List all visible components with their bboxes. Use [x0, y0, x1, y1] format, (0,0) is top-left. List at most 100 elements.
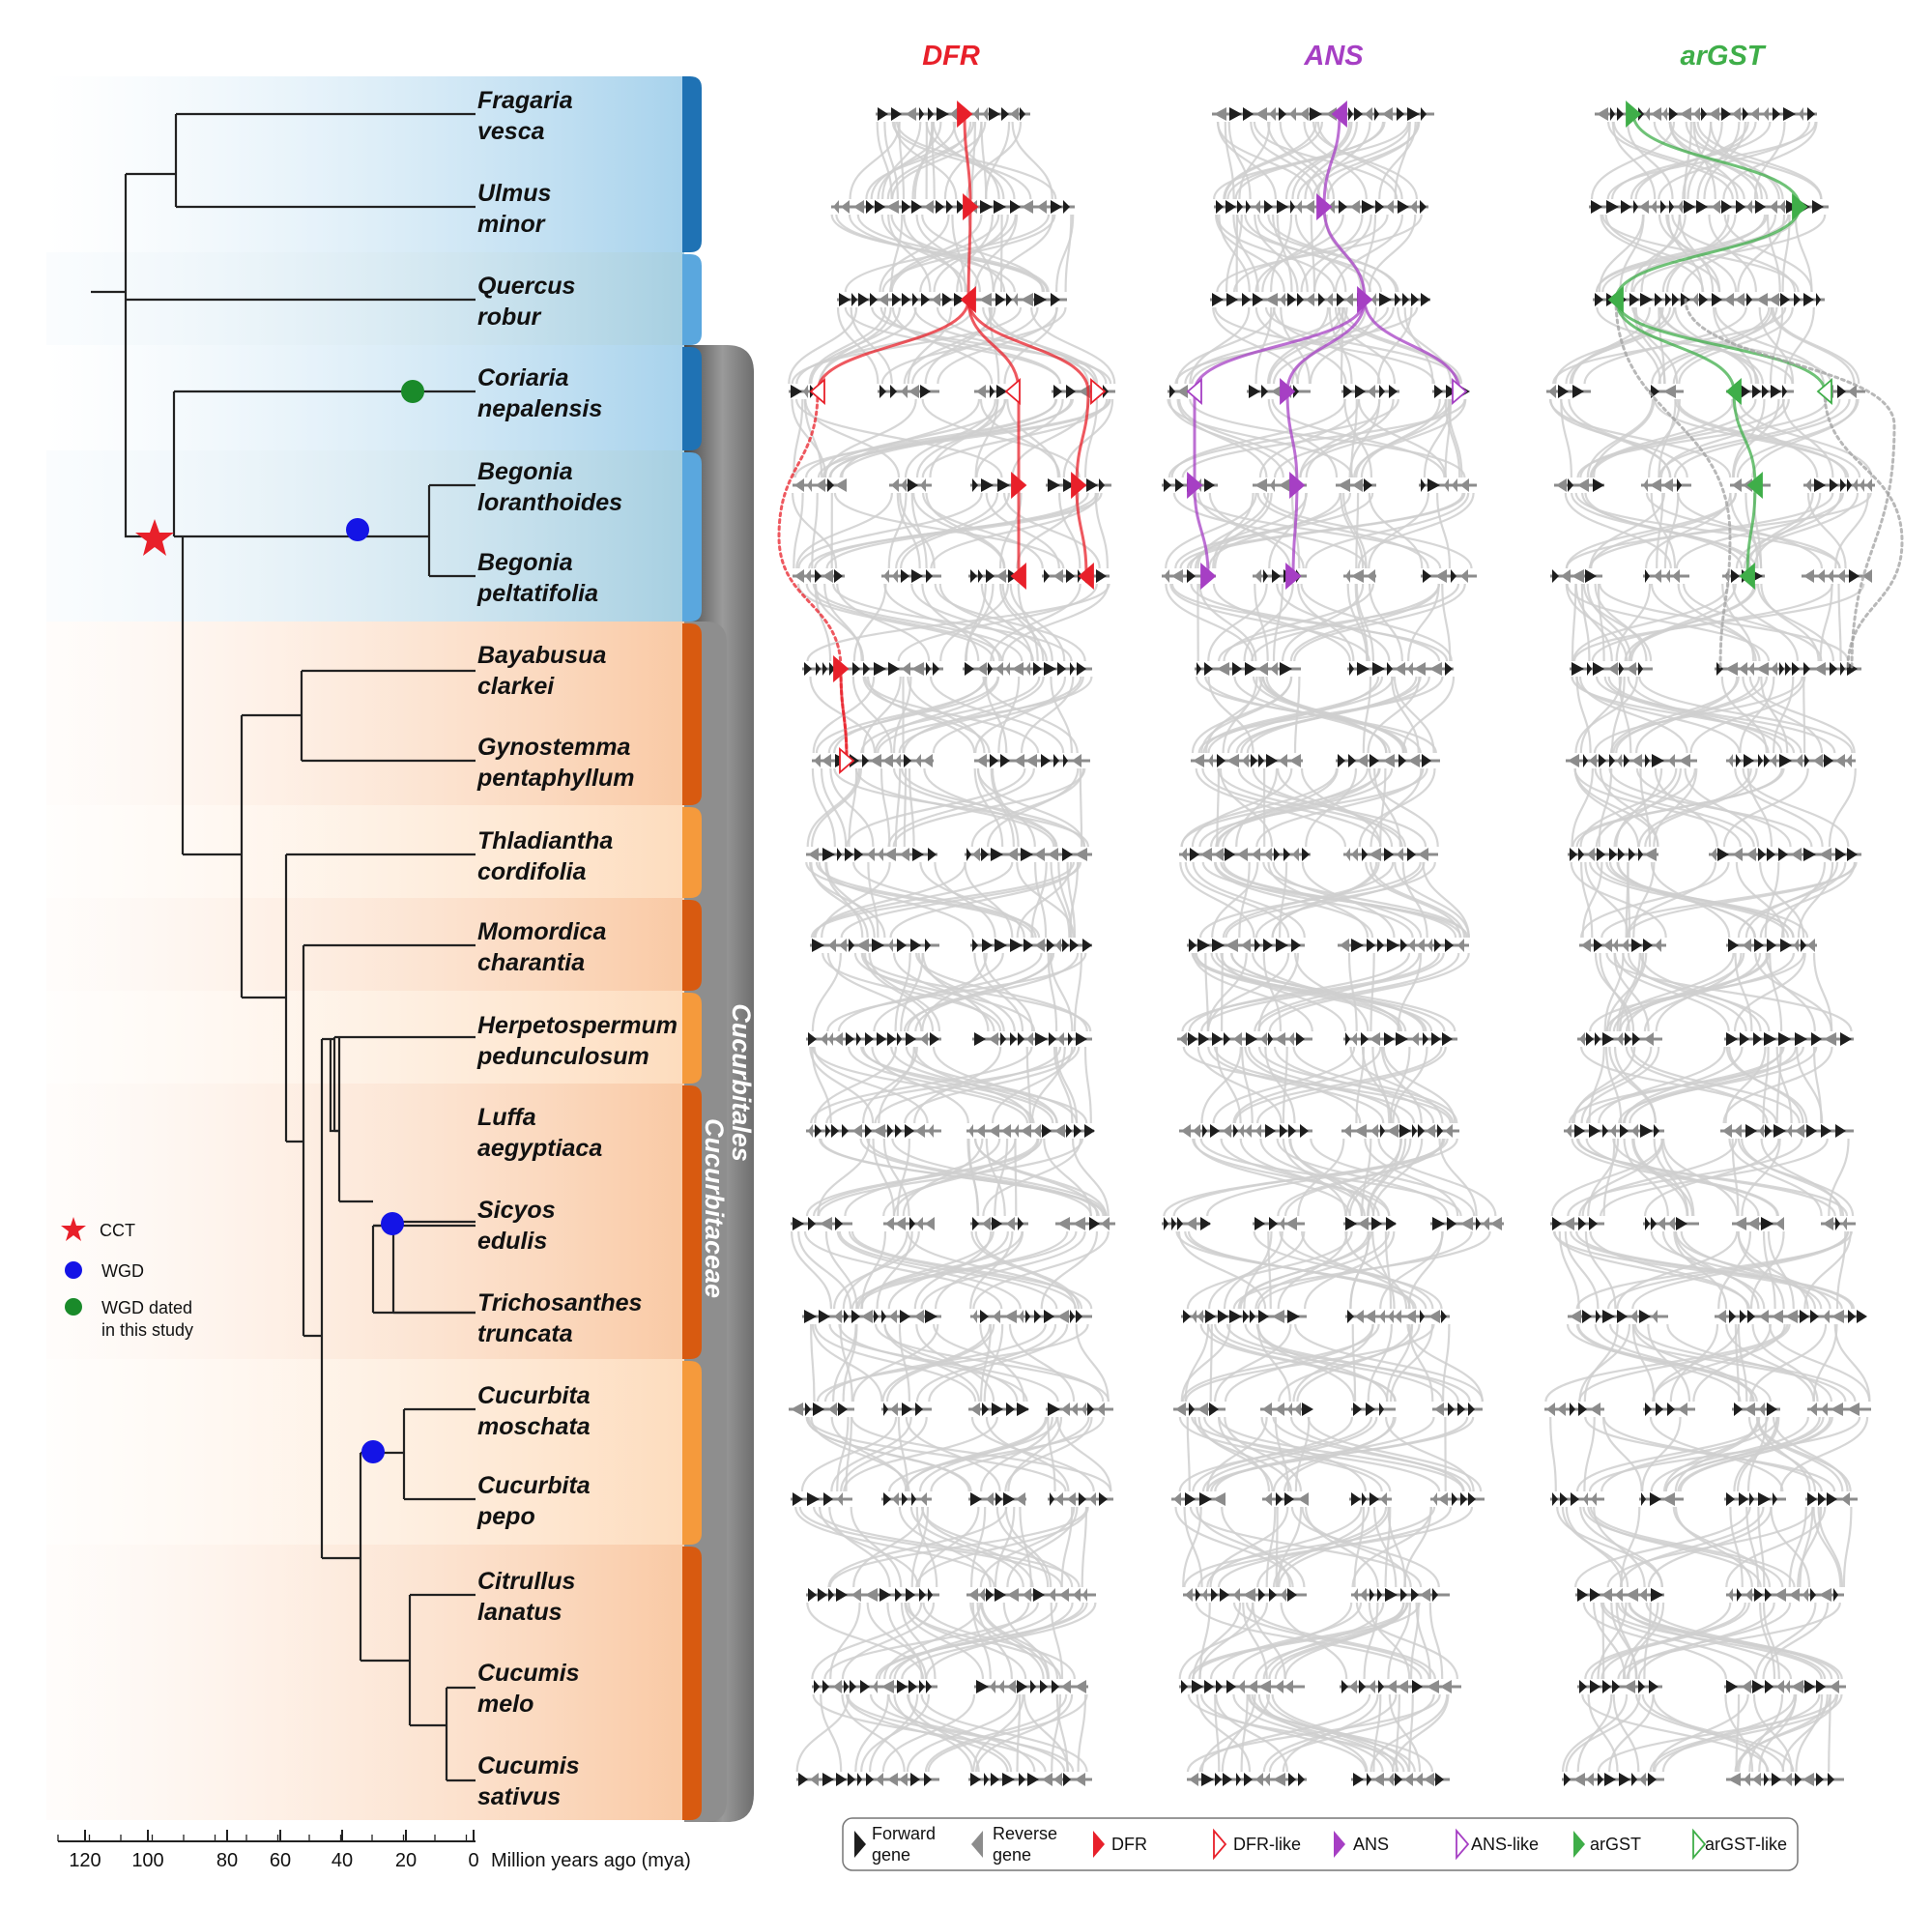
synteny-link	[1581, 861, 1603, 939]
synteny-link	[1292, 1046, 1458, 1124]
forward-gene	[1827, 1492, 1837, 1506]
reverse-gene	[1057, 1032, 1064, 1046]
forward-gene	[1582, 1310, 1592, 1323]
reverse-gene	[908, 385, 919, 398]
reverse-gene	[1665, 569, 1670, 583]
forward-gene	[925, 939, 931, 952]
species-epithet: sativus	[477, 1783, 561, 1810]
axis-tick-label: 120	[69, 1850, 101, 1871]
forward-gene	[839, 293, 851, 306]
reverse-gene	[1429, 662, 1442, 676]
synteny-link	[1407, 1323, 1434, 1403]
synteny-link	[810, 1323, 816, 1403]
forward-gene	[1552, 569, 1559, 583]
forward-gene	[1041, 754, 1051, 767]
synteny-link	[1328, 306, 1353, 385]
synteny-link	[869, 1693, 919, 1773]
forward-gene	[819, 1310, 830, 1323]
synteny-link	[919, 861, 1025, 939]
synteny-link	[881, 1323, 992, 1403]
forward-gene	[808, 1588, 817, 1602]
synteny-link	[1772, 306, 1860, 385]
synteny-link	[1271, 398, 1446, 478]
forward-gene	[1749, 1492, 1754, 1506]
reverse-gene	[916, 1217, 923, 1230]
forward-gene	[1632, 1032, 1640, 1046]
reverse-gene	[876, 1773, 883, 1786]
reverse-gene	[1847, 1403, 1860, 1416]
synteny-link	[1256, 1046, 1447, 1124]
synteny-link	[1658, 398, 1677, 478]
synteny-link	[898, 1323, 910, 1403]
forward-gene	[1828, 1773, 1834, 1786]
forward-gene	[910, 1773, 920, 1786]
forward-gene	[984, 1773, 989, 1786]
legend-reverse-line2: gene	[993, 1845, 1031, 1865]
synteny-link	[995, 1506, 1050, 1588]
synteny-link	[1250, 121, 1321, 200]
synteny-link	[1833, 1323, 1871, 1403]
forward-gene	[972, 478, 978, 492]
reverse-gene	[1175, 1403, 1186, 1416]
synteny-link	[1616, 952, 1641, 1032]
forward-gene	[1185, 1492, 1196, 1506]
forward-gene	[1367, 1773, 1371, 1786]
synteny-link	[1055, 1693, 1069, 1773]
reverse-gene	[932, 293, 940, 306]
synteny-link	[982, 306, 1099, 385]
forward-gene	[1816, 1680, 1826, 1693]
synteny-link	[1020, 676, 1075, 754]
synteny-link	[938, 583, 1048, 662]
reverse-gene	[835, 478, 847, 492]
synteny-link	[829, 398, 1057, 478]
synteny-link	[1216, 214, 1423, 293]
synteny-link	[1574, 583, 1613, 662]
synteny-link	[1752, 1693, 1793, 1773]
synteny-link	[1597, 1693, 1837, 1773]
forward-gene	[1640, 1124, 1653, 1138]
forward-gene	[1296, 1032, 1305, 1046]
synteny-link	[973, 952, 1024, 1032]
reverse-gene	[1192, 1310, 1197, 1323]
forward-gene	[1803, 662, 1810, 676]
forward-gene	[1345, 1217, 1357, 1230]
synteny-link	[1083, 398, 1099, 478]
forward-gene	[1202, 1124, 1207, 1138]
synteny-link	[1363, 1602, 1379, 1680]
reverse-gene	[1831, 1403, 1843, 1416]
forward-gene	[1310, 107, 1322, 121]
synteny-link	[1030, 306, 1116, 385]
forward-gene	[1434, 385, 1443, 398]
species-genus: Quercus	[477, 273, 576, 300]
forward-gene	[1362, 1492, 1367, 1506]
synteny-link	[1056, 1416, 1112, 1492]
forward-gene	[1077, 662, 1086, 676]
reverse-gene	[972, 1310, 977, 1323]
synteny-link	[1191, 1416, 1441, 1492]
forward-gene	[1552, 1217, 1562, 1230]
forward-gene	[1617, 1310, 1628, 1323]
reverse-gene	[1823, 1217, 1833, 1230]
synteny-link	[1664, 1416, 1821, 1492]
synteny-link	[832, 583, 1073, 662]
synteny-link	[1216, 767, 1221, 848]
species-genus: Momordica	[477, 918, 606, 945]
forward-gene	[1226, 293, 1238, 306]
forward-gene	[1651, 1217, 1657, 1230]
forward-gene	[1349, 662, 1354, 676]
synteny-link	[983, 952, 1034, 1032]
synteny-link	[1415, 1602, 1431, 1680]
synteny-link	[882, 1138, 910, 1217]
forward-gene	[1399, 1124, 1411, 1138]
forward-gene	[1291, 939, 1301, 952]
forward-gene	[1716, 662, 1723, 676]
synteny-link	[1294, 952, 1370, 1032]
reverse-gene	[1004, 1310, 1017, 1323]
reverse-gene	[1759, 1403, 1765, 1416]
synteny-link	[1768, 1323, 1871, 1403]
synteny-link	[1781, 1693, 1829, 1773]
synteny-link	[1580, 1046, 1778, 1124]
synteny-link	[1254, 214, 1299, 293]
